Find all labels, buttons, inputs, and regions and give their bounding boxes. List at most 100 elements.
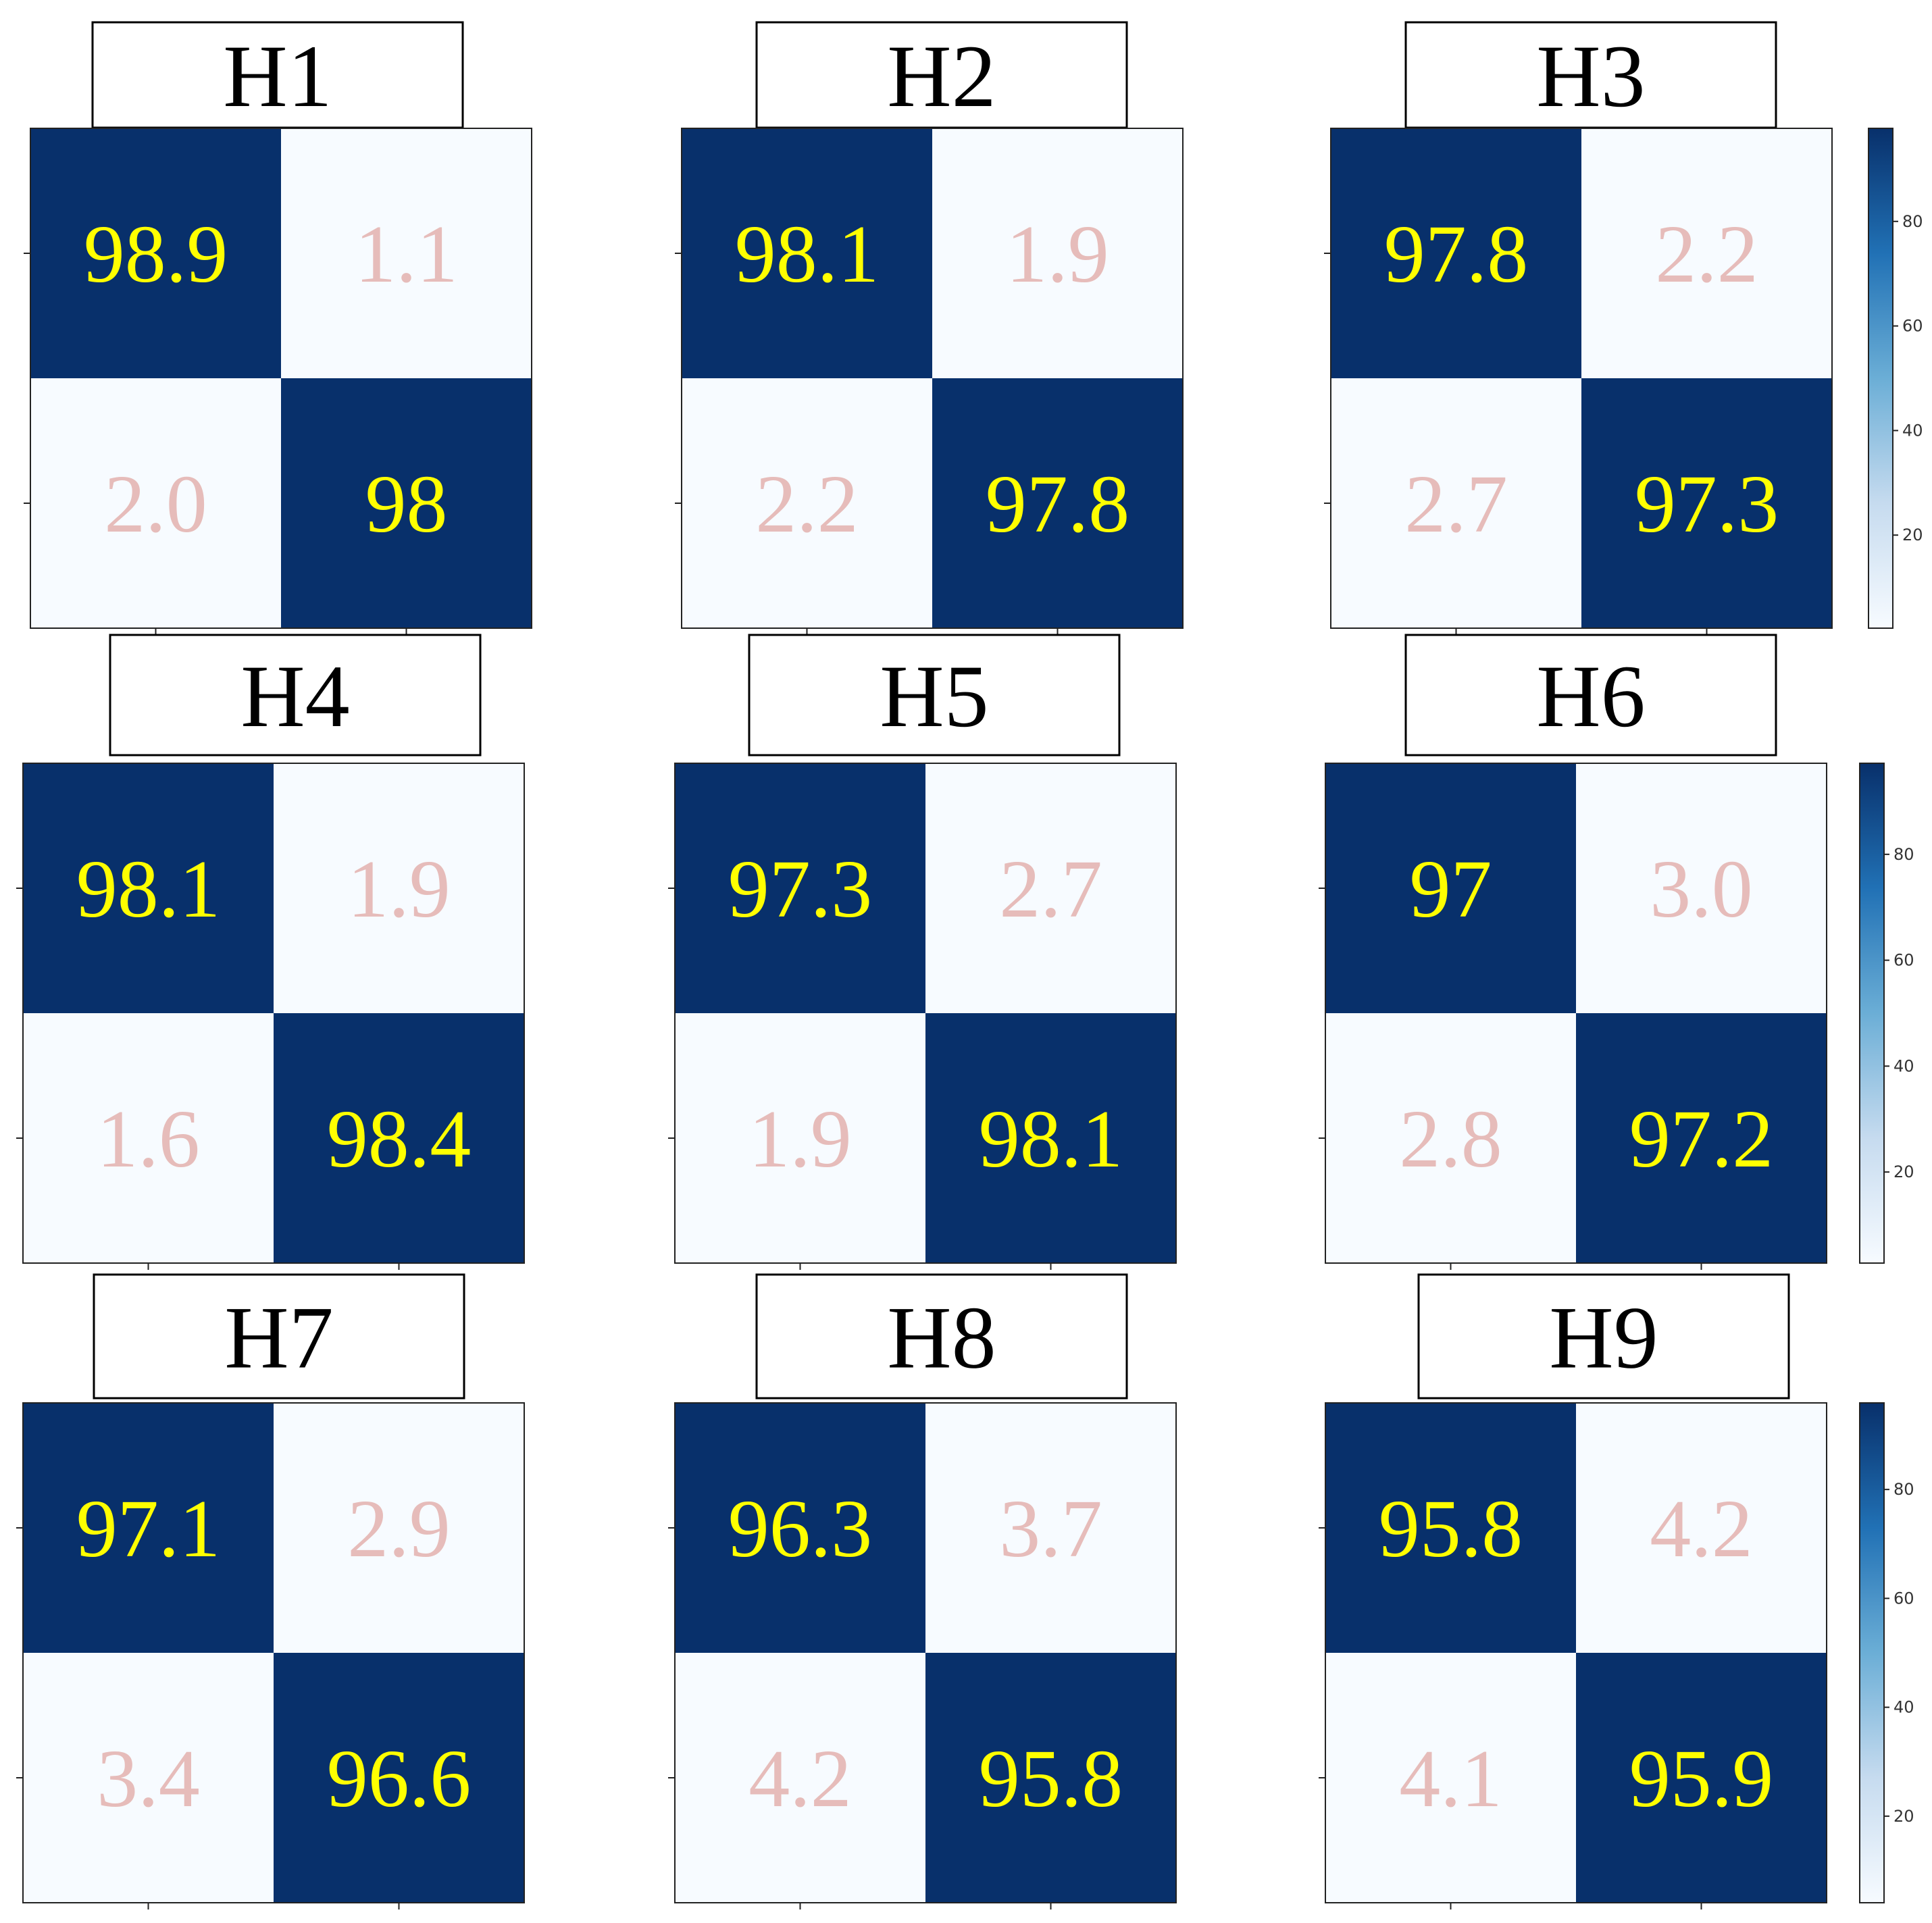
cell-value-label: 96.6 — [327, 1733, 472, 1824]
heatmap-cell — [274, 1403, 524, 1653]
colorbar-gradient — [1859, 1402, 1885, 1903]
cell-value-label: 3.4 — [97, 1733, 200, 1824]
heatmap-cell — [274, 1653, 524, 1903]
panel-title-box — [1404, 21, 1777, 129]
panel-title-box — [755, 21, 1128, 129]
heatmap-cell — [1331, 378, 1581, 628]
heatmap-cell — [1576, 1013, 1827, 1263]
colorbar-tick-label: 60 — [1893, 1589, 1914, 1608]
cell-value-label: 98.9 — [84, 209, 228, 300]
cell-value-label: 1.9 — [748, 1094, 852, 1185]
heatmap-cell — [1576, 763, 1827, 1013]
colorbar-tick-label: 80 — [1902, 212, 1923, 231]
panel-title: H9 — [1549, 1288, 1658, 1387]
heatmap-cell — [23, 1403, 274, 1653]
cell-value-label: 4.2 — [1650, 1483, 1753, 1574]
heatmap-frame — [674, 1402, 1177, 1903]
heatmap-cell — [925, 1653, 1176, 1903]
cell-value-label: 96.3 — [728, 1483, 873, 1574]
panel-title: H8 — [887, 1288, 996, 1387]
panel-title-box — [755, 1273, 1128, 1400]
colorbar-tick-label: 80 — [1893, 1480, 1914, 1499]
cell-value-label: 2.9 — [347, 1483, 451, 1574]
cell-value-label: 2.7 — [1404, 459, 1508, 550]
cell-value-label: 97.2 — [1629, 1094, 1774, 1185]
heatmap-cell — [675, 1653, 925, 1903]
cell-value-label: 4.2 — [748, 1733, 852, 1824]
heatmap-cell — [281, 378, 532, 628]
heatmap-cell — [1325, 1653, 1576, 1903]
panel-title-box — [748, 634, 1121, 757]
colorbar-tick-label: 40 — [1893, 1056, 1914, 1075]
heatmap-frame — [681, 128, 1184, 629]
heatmap-frame — [30, 128, 532, 629]
cell-value-label: 95.8 — [979, 1733, 1123, 1824]
heatmap-cell — [23, 1013, 274, 1263]
cell-value-label: 2.0 — [104, 459, 207, 550]
heatmap-cell — [925, 1013, 1176, 1263]
heatmap-cell — [682, 128, 932, 378]
heatmap-cell — [925, 763, 1176, 1013]
cell-value-label: 1.9 — [347, 844, 451, 935]
heatmap-cell — [30, 128, 281, 378]
cell-value-label: 98.1 — [735, 209, 880, 300]
heatmap-frame — [22, 763, 525, 1264]
heatmap-frame — [1325, 763, 1827, 1264]
cell-value-label: 1.1 — [355, 209, 458, 300]
heatmap-cell — [274, 1013, 524, 1263]
colorbar-tick-label: 20 — [1893, 1162, 1914, 1181]
cell-value-label: 98.1 — [979, 1094, 1123, 1185]
panel-title: H6 — [1536, 646, 1645, 746]
colorbar-tick-label: 40 — [1902, 421, 1923, 440]
cell-value-label: 1.6 — [97, 1094, 200, 1185]
panel-h5: H5 97.3 2.7 1.9 98.1 — [668, 634, 1177, 1270]
colorbar-tick-label: 60 — [1893, 951, 1914, 970]
panel-title-box — [93, 1273, 465, 1400]
cell-value-label: 2.7 — [999, 844, 1102, 935]
heatmap-cell — [1576, 1403, 1827, 1653]
colorbar-tick-label: 20 — [1902, 525, 1923, 544]
heatmap-cell — [1581, 378, 1832, 628]
cell-value-label: 1.9 — [1006, 209, 1109, 300]
heatmap-frame — [22, 1402, 525, 1903]
colorbar-tick-label: 40 — [1893, 1698, 1914, 1717]
heatmap-frame — [1325, 1402, 1827, 1903]
colorbar: 20 40 60 80 — [1859, 763, 1914, 1264]
cell-value-label: 97.1 — [76, 1483, 221, 1574]
heatmap-cell — [1581, 128, 1832, 378]
heatmap-cell — [682, 378, 932, 628]
heatmap-cell — [274, 763, 524, 1013]
heatmap-cell — [675, 763, 925, 1013]
heatmap-cell — [23, 763, 274, 1013]
panel-title: H2 — [887, 26, 996, 126]
panel-title-box — [91, 21, 464, 129]
colorbar-tick-label: 80 — [1893, 845, 1914, 864]
cell-value-label: 2.2 — [755, 459, 859, 550]
cell-value-label: 97.8 — [986, 459, 1130, 550]
heatmap-cell — [23, 1653, 274, 1903]
heatmap-cell — [932, 378, 1183, 628]
cell-value-label: 2.2 — [1655, 209, 1758, 300]
colorbar-gradient — [1859, 763, 1885, 1264]
cell-value-label: 97.8 — [1384, 209, 1529, 300]
heatmap-cell — [1576, 1653, 1827, 1903]
panel-title-box — [109, 634, 482, 757]
panel-title: H5 — [880, 646, 988, 746]
cell-value-label: 95.9 — [1629, 1733, 1774, 1824]
cell-value-label: 4.1 — [1399, 1733, 1502, 1824]
heatmap-cell — [1325, 763, 1576, 1013]
cell-value-label: 97.3 — [728, 844, 873, 935]
panel-title: H3 — [1536, 26, 1645, 126]
heatmap-cell — [1331, 128, 1581, 378]
